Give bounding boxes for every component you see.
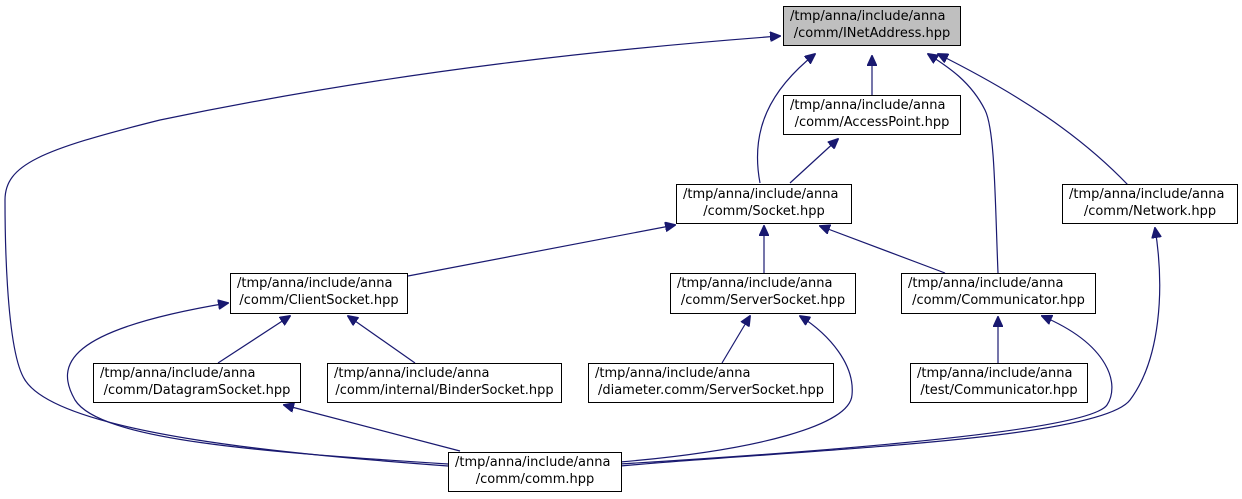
node-socket-line1: /tmp/anna/include/anna	[683, 187, 839, 202]
edge-socket-to-accesspoint	[789, 139, 838, 184]
edge-comm-to-inetaddress	[4, 36, 780, 467]
node-serversocket-line1: /tmp/anna/include/anna	[677, 276, 833, 291]
node-network[interactable]: /tmp/anna/include/anna /comm/Network.hpp	[1062, 184, 1238, 224]
node-datagramsocket-line2: /comm/DatagramSocket.hpp	[103, 383, 291, 398]
edge-communicator-to-socket	[820, 226, 946, 274]
node-serversocket[interactable]: /tmp/anna/include/anna /comm/ServerSocke…	[670, 273, 856, 314]
node-inetaddress-line1: /tmp/anna/include/anna	[790, 9, 946, 24]
node-network-line2: /comm/Network.hpp	[1083, 204, 1217, 219]
node-clientsocket-line2: /comm/ClientSocket.hpp	[239, 293, 399, 308]
edge-comm-to-network	[619, 228, 1160, 467]
edge-datagramsocket-to-clientsocket	[217, 316, 290, 364]
node-inetaddress-line2: /comm/INetAddress.hpp	[793, 26, 951, 41]
edge-socket-to-inetaddress	[756, 54, 815, 184]
node-accesspoint-line2: /comm/AccessPoint.hpp	[794, 115, 950, 130]
node-diameter-serversocket-line2: /diameter.comm/ServerSocket.hpp	[597, 383, 825, 398]
node-comm-line1: /tmp/anna/include/anna	[455, 455, 611, 470]
edge-comm-to-communicator	[619, 316, 1113, 465]
node-accesspoint[interactable]: /tmp/anna/include/anna /comm/AccessPoint…	[783, 95, 961, 135]
edge-network-to-inetaddress	[938, 54, 1129, 186]
node-bindersocket[interactable]: /tmp/anna/include/anna /comm/internal/Bi…	[327, 363, 562, 403]
edge-bindersocket-to-clientsocket	[348, 316, 416, 364]
node-datagramsocket-line1: /tmp/anna/include/anna	[100, 366, 256, 381]
edge-comm-to-clientsocket	[66, 303, 449, 465]
edge-clientsocket-to-socket	[407, 225, 675, 277]
node-diameter-serversocket-line1: /tmp/anna/include/anna	[595, 366, 751, 381]
node-network-line1: /tmp/anna/include/anna	[1069, 187, 1225, 202]
edge-diameter-to-serversocket	[721, 316, 750, 364]
node-clientsocket-line1: /tmp/anna/include/anna	[237, 276, 393, 291]
node-comm[interactable]: /tmp/anna/include/anna /comm/comm.hpp	[448, 452, 622, 492]
node-inetaddress: /tmp/anna/include/anna /comm/INetAddress…	[783, 6, 961, 46]
node-datagramsocket[interactable]: /tmp/anna/include/anna /comm/DatagramSoc…	[93, 363, 301, 403]
node-test-communicator-line2: /test/Communicator.hpp	[920, 383, 1078, 398]
node-socket[interactable]: /tmp/anna/include/anna /comm/Socket.hpp	[676, 184, 852, 224]
edge-comm-to-serversocket	[619, 316, 853, 463]
edge-communicator-to-inetaddress	[928, 54, 999, 274]
node-communicator[interactable]: /tmp/anna/include/anna /comm/Communicato…	[901, 273, 1096, 314]
node-clientsocket[interactable]: /tmp/anna/include/anna /comm/ClientSocke…	[230, 273, 408, 314]
node-bindersocket-line1: /tmp/anna/include/anna	[334, 366, 490, 381]
node-accesspoint-line1: /tmp/anna/include/anna	[790, 98, 946, 113]
node-comm-line2: /comm/comm.hpp	[475, 472, 595, 487]
node-socket-line2: /comm/Socket.hpp	[703, 204, 825, 219]
node-communicator-line1: /tmp/anna/include/anna	[908, 276, 1064, 291]
node-serversocket-line2: /comm/ServerSocket.hpp	[680, 293, 846, 308]
node-diameter-serversocket[interactable]: /tmp/anna/include/anna /diameter.comm/Se…	[588, 363, 834, 403]
node-bindersocket-line2: /comm/internal/BinderSocket.hpp	[335, 383, 554, 398]
node-communicator-line2: /comm/Communicator.hpp	[912, 293, 1085, 308]
edge-comm-to-datagramsocket	[284, 405, 461, 452]
node-test-communicator[interactable]: /tmp/anna/include/anna /test/Communicato…	[910, 363, 1088, 403]
node-test-communicator-line1: /tmp/anna/include/anna	[917, 366, 1073, 381]
